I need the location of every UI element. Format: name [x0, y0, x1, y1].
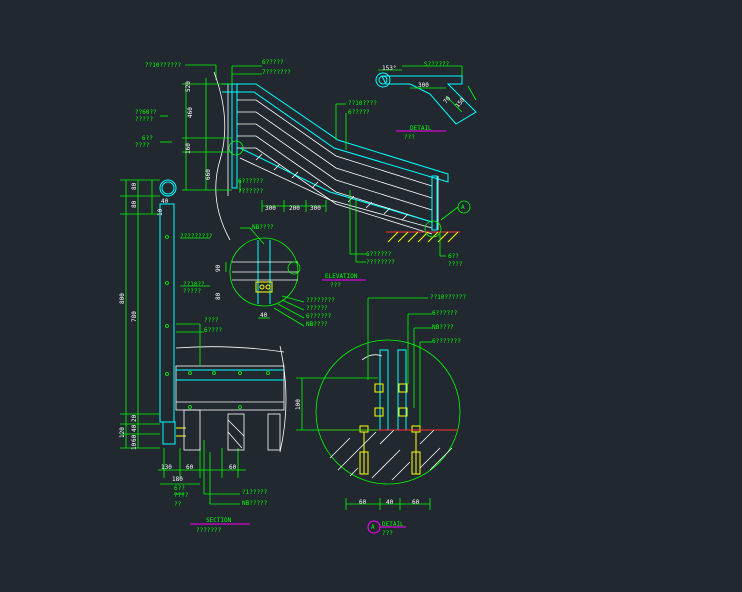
section-dim-15: 40 — [161, 198, 169, 205]
detail-a-label-1: 6?????? — [432, 310, 458, 317]
detail-top-dim-3: 150 — [454, 96, 467, 109]
section-subtitle: ??????? — [196, 527, 222, 534]
section-dim-12: 60 — [186, 464, 194, 471]
detail-a-dim-3: 60 — [412, 499, 420, 506]
elevation-handrail — [222, 83, 449, 183]
section-dim-11: 180 — [172, 476, 183, 483]
detail-a-callout — [457, 200, 471, 214]
detail-a-view: ??10?????? 6?????? NB???? 6??????? 100 6… — [295, 294, 467, 537]
elevation-label-2: ??10???? — [348, 100, 377, 107]
handrail-section — [159, 179, 177, 197]
section-label-7: ????? — [183, 288, 201, 295]
elevation-dim-160: 520 — [185, 81, 192, 92]
elevation-label-13: 6?? — [448, 253, 459, 260]
elevation-dim-3: 160 — [185, 143, 192, 154]
detail-a-title: DETAIL — [382, 521, 404, 528]
elevation-dim-1: 200 — [289, 205, 300, 212]
detail-top-dim-2: 70 — [442, 95, 452, 105]
detail-a-title-letter: A — [371, 524, 375, 531]
elevation-dim-6: 90 — [215, 264, 222, 272]
section-dim-10: 130 — [161, 464, 172, 471]
section-label-0: ??10?????? — [145, 62, 182, 69]
elevation-label-1: 7??????? — [262, 69, 291, 76]
section-dim-8: 60 — [131, 434, 138, 442]
elevation-dim-0: 300 — [265, 205, 276, 212]
section-title: SECTION — [206, 517, 232, 524]
detail-a-dim-1: 60 — [359, 499, 367, 506]
elevation-label-3: 6????? — [348, 109, 370, 116]
elevation-label-14: ???? — [448, 261, 463, 268]
elevation-label-8: ?????? — [306, 305, 328, 312]
detail-top-view: 153° 300 70 150 S?????? DETAIL ??? — [375, 61, 477, 141]
elevation-subtitle: ??? — [330, 282, 341, 289]
detail-a-bolts — [359, 383, 421, 475]
section-label-11: ???? — [174, 492, 189, 499]
elevation-label-9: 6?????? — [306, 313, 332, 320]
elevation-post — [231, 83, 238, 189]
section-label-5: ????????? — [180, 233, 213, 240]
section-dim-3: 800 — [119, 293, 126, 304]
tread-section — [175, 365, 285, 411]
section-dim-6: 20 — [131, 414, 138, 422]
elevation-dim-2: 300 — [310, 205, 321, 212]
detail-top-dim-1: 300 — [418, 82, 429, 89]
section-dim-4: 780 — [131, 311, 138, 322]
elevation-label-4: 6?????? — [238, 178, 264, 185]
section-label-10: 6?? — [174, 485, 185, 492]
section-dim-13: 60 — [229, 464, 237, 471]
detail-a-label-2: NB???? — [432, 324, 454, 331]
section-label-8: ???? — [204, 317, 219, 324]
detail-a-dim-0: 100 — [295, 399, 302, 410]
section-label-4: ???? — [135, 142, 150, 149]
detail-top-bracket — [381, 75, 477, 125]
section-label-12: ?? — [174, 501, 182, 508]
section-label-13: ?1????? — [242, 489, 268, 496]
section-label-14: NB????? — [242, 500, 268, 507]
elevation-dim-8: 40 — [260, 312, 268, 319]
detail-a-label-3: 6??????? — [432, 338, 461, 345]
elevation-label-12: ???????? — [366, 259, 395, 266]
section-label-2: ????? — [135, 116, 153, 123]
elevation-dim-7: 80 — [215, 292, 222, 300]
elevation-view: A 520 300 200 300 160 660 — [182, 59, 471, 328]
detail-a-callout-letter: A — [461, 204, 465, 211]
elevation-rods — [237, 99, 433, 235]
section-dim-9: 10 — [131, 442, 138, 450]
elevation-title: ELEVATION — [325, 273, 358, 280]
section-label-3: 6?? — [142, 135, 153, 142]
section-dimensions — [120, 179, 246, 485]
section-dim-7: 40 — [131, 424, 138, 432]
detail-top-dim-0: 153° — [382, 65, 396, 72]
elevation-label-6: NB???? — [252, 224, 274, 231]
detail-top-subtitle: ??? — [404, 134, 415, 141]
section-dim-1: 80 — [131, 200, 138, 208]
detail-top-label-0: S?????? — [424, 61, 450, 68]
elevation-label-5: ??????? — [238, 188, 264, 195]
detail-a-hatch — [329, 429, 453, 481]
elevation-label-7: ???????? — [306, 297, 335, 304]
elevation-label-11: 6?????? — [366, 251, 392, 258]
detail-a-dim-2: 40 — [386, 499, 394, 506]
detail-top-title: DETAIL — [410, 125, 432, 132]
section-dim-14: 460 — [187, 107, 194, 118]
detail-a-label-0: ??10?????? — [430, 294, 467, 301]
post-section — [159, 203, 175, 423]
detail-a-circle — [315, 339, 461, 485]
section-label-1: ??60?? — [135, 109, 157, 116]
elevation-label-0: 6????? — [262, 59, 284, 66]
section-view: ??10?????? ??60?? ????? 6?? ???? ???????… — [119, 62, 287, 534]
section-label-6: ??10?? — [183, 281, 205, 288]
elevation-dim-5: 660 — [205, 169, 212, 180]
section-dim-2: 10 — [157, 208, 164, 216]
elevation-label-10: NB???? — [306, 321, 328, 328]
detail-a-subtitle: ??? — [382, 530, 393, 537]
section-label-9: 6???? — [204, 327, 222, 334]
section-dim-0: 80 — [131, 182, 138, 190]
section-dim-5: 120 — [119, 427, 126, 438]
